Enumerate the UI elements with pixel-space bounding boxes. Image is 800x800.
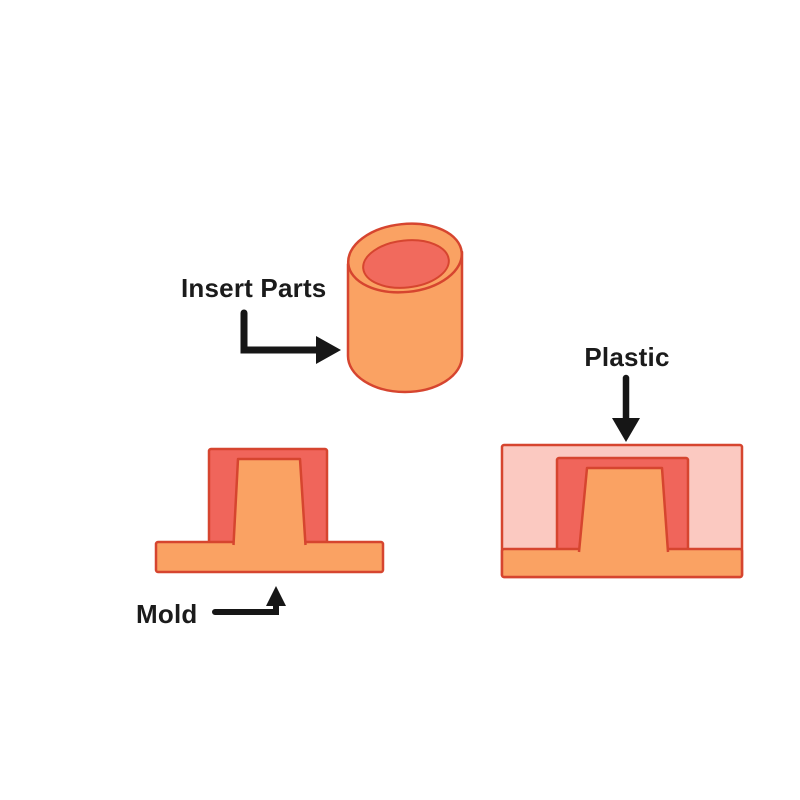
plastic-label: Plastic [584,342,670,372]
mold-arrow [212,586,286,615]
mold-arrowhead [266,586,286,606]
insert-parts-arrow [240,309,341,364]
embedded-base-strip [500,547,744,579]
insert-parts-arrowhead [316,336,341,364]
mold-arrow-line [212,601,279,615]
mold-figure [154,447,385,574]
plastic-overmold-figure [500,443,744,579]
plastic-arrowhead [612,418,640,442]
mold-base-bar [154,540,385,574]
insert-part-cylinder [346,222,464,394]
mold-cavity-core [232,457,307,546]
insert-parts-arrow-line [240,309,322,354]
embedded-cavity-core [577,466,670,553]
mold-label: Mold [136,599,198,629]
plastic-arrow [612,374,640,442]
insert-parts-label: Insert Parts [181,273,327,303]
cylinder-bore [362,239,450,289]
